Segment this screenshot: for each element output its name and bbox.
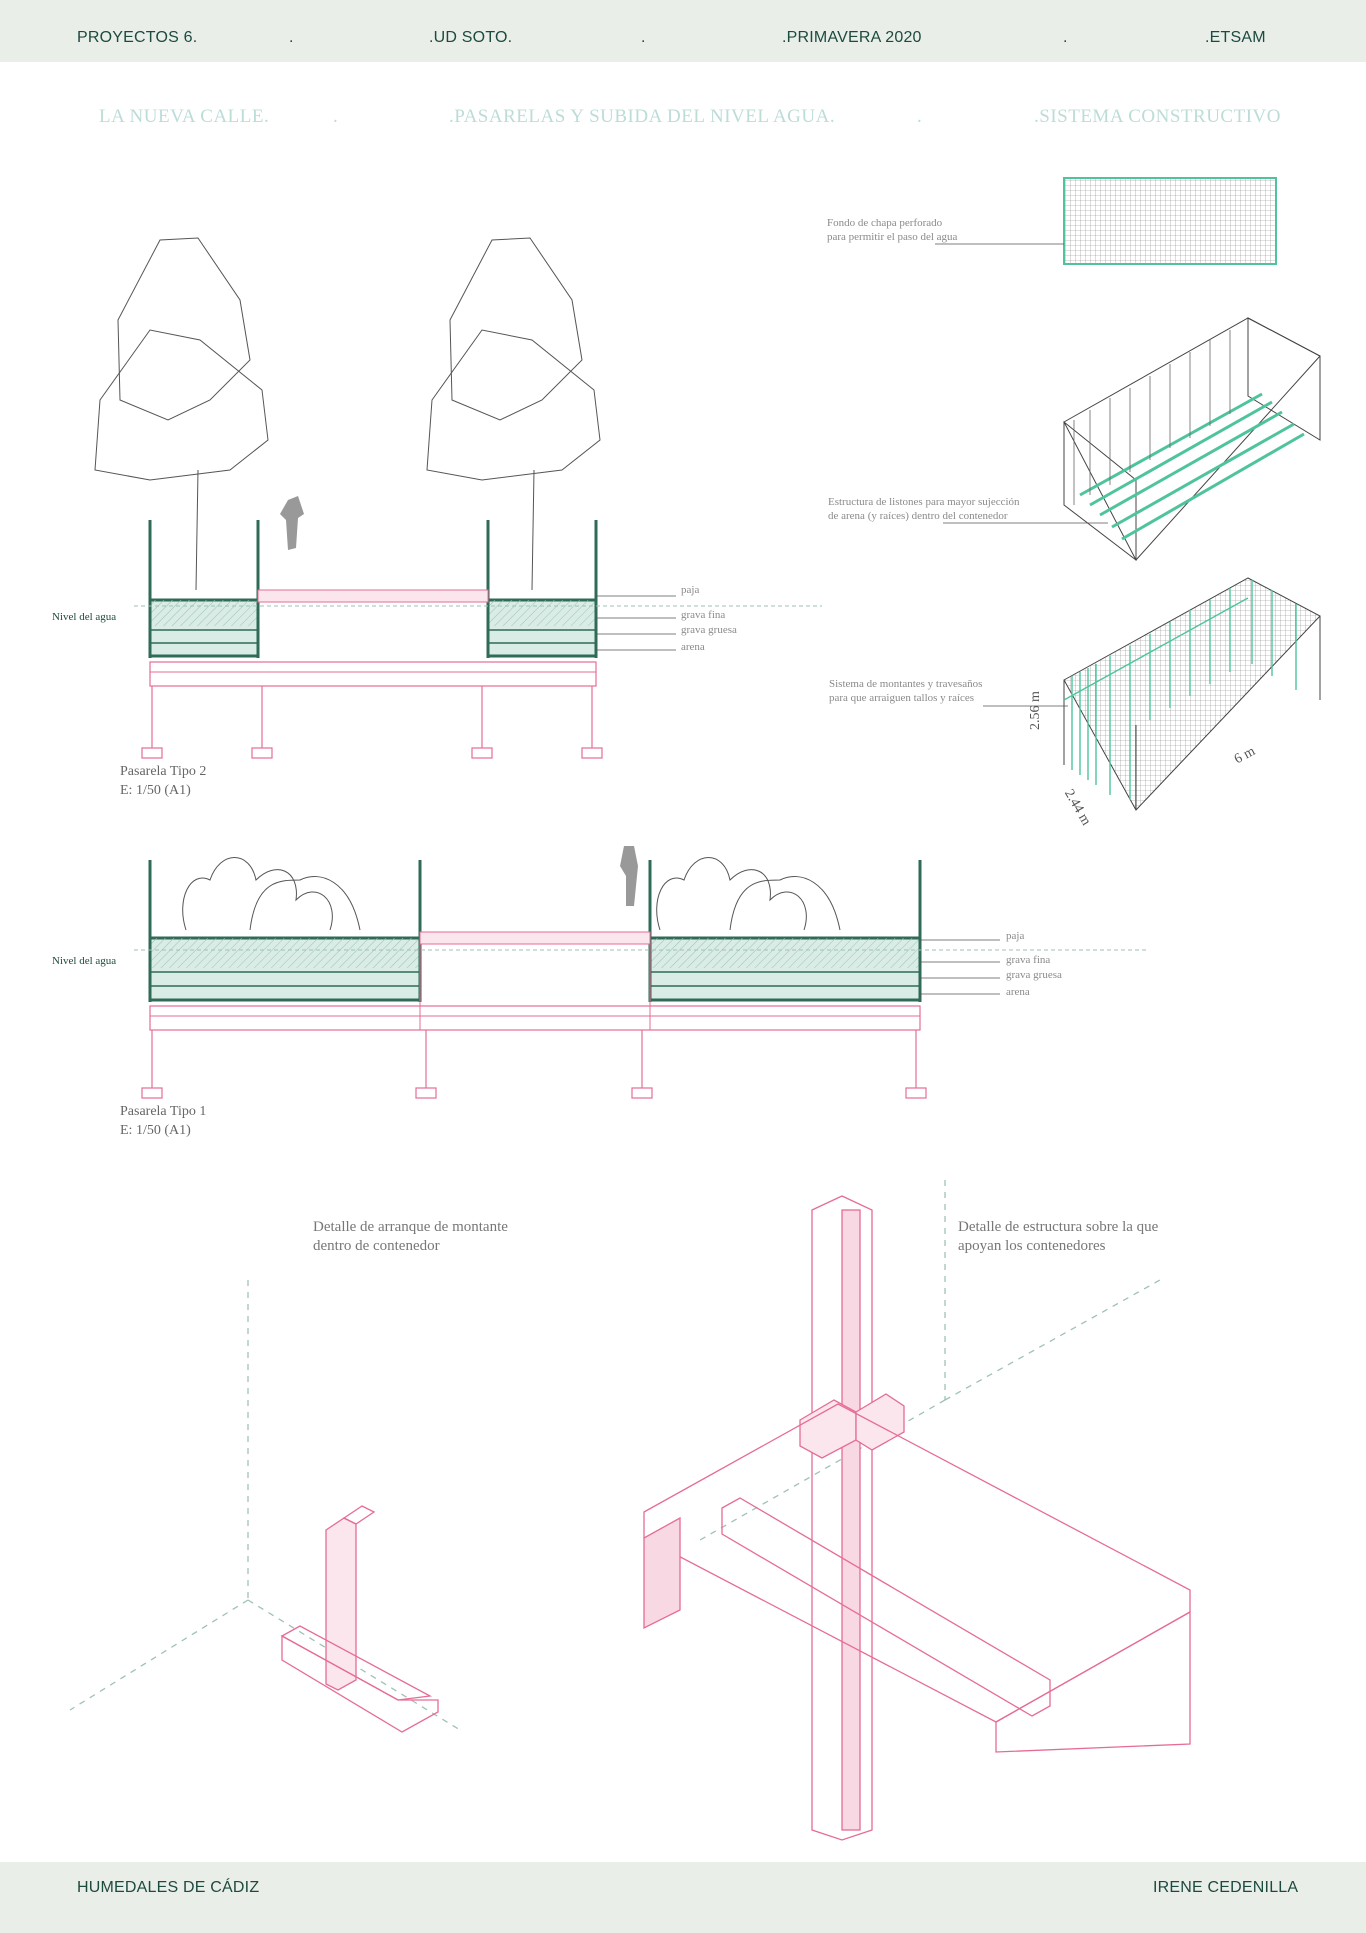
note-studs-line2: para que arraiguen tallos y raíces bbox=[829, 692, 975, 704]
layer-fine-gravel: grava fina bbox=[1006, 954, 1051, 966]
iso-perforated-bottom bbox=[935, 177, 1277, 265]
note-slats-line1: Estructura de listones para mayor sujecc… bbox=[828, 496, 1020, 508]
subheader-separator: . bbox=[333, 106, 338, 127]
header-band bbox=[0, 0, 1366, 62]
header-separator: . bbox=[1063, 29, 1068, 46]
header-course: PROYECTOS 6. bbox=[77, 29, 198, 46]
detail-stud-base bbox=[69, 1280, 461, 1733]
layer-fine-gravel: grava fina bbox=[681, 609, 726, 621]
section-type1 bbox=[134, 846, 1148, 1099]
detail-left-line2: dentro de contenedor bbox=[313, 1238, 440, 1254]
subheader-system: .SISTEMA CONSTRUCTIVO bbox=[1034, 106, 1281, 127]
detail-support-structure bbox=[643, 1180, 1191, 1841]
subheader-separator: . bbox=[917, 106, 922, 127]
section-type2-scale: E: 1/50 (A1) bbox=[120, 783, 191, 798]
layer-coarse-gravel: grava gruesa bbox=[1006, 969, 1062, 981]
section-type2-title: Pasarela Tipo 2 bbox=[120, 764, 207, 779]
detail-right-line2: apoyan los contenedores bbox=[958, 1238, 1106, 1254]
water-level-label: Nivel del agua bbox=[52, 611, 117, 623]
note-perforated-line2: para permitir el paso del agua bbox=[827, 231, 958, 243]
iso-studs-container bbox=[983, 577, 1321, 811]
note-slats-line2: de arena (y raíces) dentro del contenedo… bbox=[828, 510, 1008, 522]
note-perforated-line1: Fondo de chapa perforado bbox=[827, 217, 943, 229]
section-type1-title: Pasarela Tipo 1 bbox=[120, 1104, 207, 1119]
layer-sand: arena bbox=[681, 641, 705, 653]
layer-straw: paja bbox=[681, 584, 700, 596]
layer-sand: arena bbox=[1006, 986, 1030, 998]
header-term: .PRIMAVERA 2020 bbox=[782, 29, 922, 46]
header-school: .ETSAM bbox=[1205, 29, 1266, 46]
footer-band bbox=[0, 1862, 1366, 1933]
subheader-street: LA NUEVA CALLE. bbox=[99, 106, 270, 127]
detail-left-line1: Detalle de arranque de montante bbox=[313, 1219, 508, 1235]
header-separator: . bbox=[641, 29, 646, 46]
layer-coarse-gravel: grava gruesa bbox=[681, 624, 737, 636]
layer-straw: paja bbox=[1006, 930, 1025, 942]
footer-author: IRENE CEDENILLA bbox=[1153, 1879, 1299, 1896]
subheader-walkways: .PASARELAS Y SUBIDA DEL NIVEL AGUA. bbox=[449, 106, 836, 127]
water-level-label: Nivel del agua bbox=[52, 955, 117, 967]
dim-height: 2.56 m bbox=[1028, 691, 1043, 730]
detail-right-line1: Detalle de estructura sobre la que bbox=[958, 1219, 1159, 1235]
footer-project: HUMEDALES DE CÁDIZ bbox=[77, 1879, 260, 1896]
header-separator: . bbox=[289, 29, 294, 46]
iso-slats-container bbox=[943, 317, 1321, 562]
header-unit: .UD SOTO. bbox=[429, 29, 513, 46]
note-studs-line1: Sistema de montantes y travesaños bbox=[829, 678, 983, 690]
section-type2 bbox=[94, 237, 822, 759]
section-type1-scale: E: 1/50 (A1) bbox=[120, 1123, 191, 1138]
